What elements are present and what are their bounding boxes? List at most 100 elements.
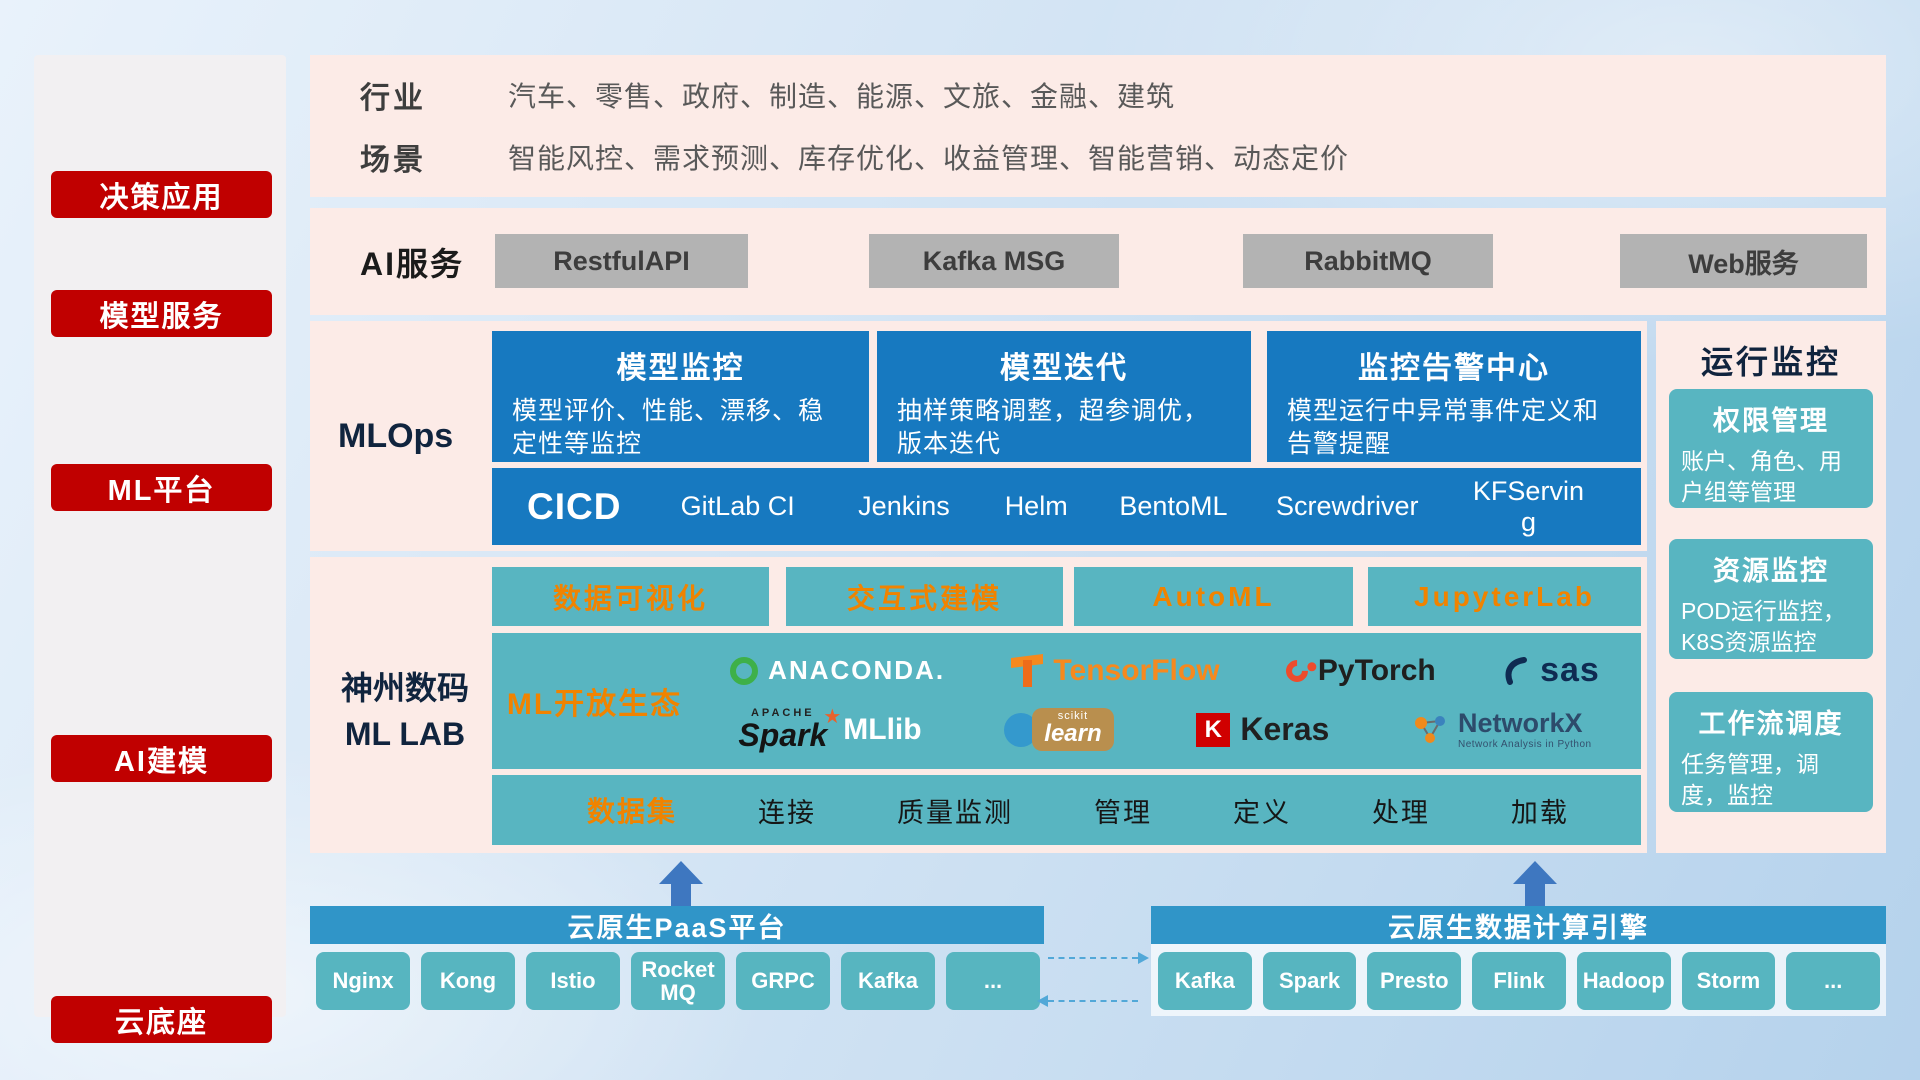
keras-logo: K Keras <box>1196 711 1329 748</box>
networkx-wordmark: NetworkX <box>1457 708 1583 739</box>
tool-interactive-modeling: 交互式建模 <box>786 567 1063 626</box>
data-engine-header: 云原生数据计算引擎 <box>1151 906 1886 944</box>
card-title: 资源监控 <box>1713 556 1829 586</box>
dataset-step-process: 处理 <box>1371 797 1430 828</box>
ml-lab-label: 神州数码 ML LAB <box>310 665 500 758</box>
paas-item-grpc: GRPC <box>736 952 830 1010</box>
networkx-subtitle: Network Analysis in Python <box>1457 738 1592 750</box>
ai-service-item-web-service: Web服务 <box>1620 234 1867 288</box>
engine-component-row: Kafka Spark Presto Flink Hadoop Storm ..… <box>1158 952 1881 1010</box>
industry-scenario-panel: 行业 汽车、零售、政府、制造、能源、文旅、金融、建筑 场景 智能风控、需求预测、… <box>310 55 1886 197</box>
layer-badge-model-service: 模型服务 <box>51 290 272 337</box>
engine-item-more: ... <box>1786 952 1881 1010</box>
dataset-pipeline-bar: 数据集 连接 质量监测 管理 定义 处理 加载 <box>492 775 1641 845</box>
layer-badge-cloud-base: 云底座 <box>51 996 272 1043</box>
sas-swoosh-icon <box>1505 656 1528 685</box>
card-model-monitoring: 模型监控 模型评价、性能、漂移、稳定性等监控 <box>492 331 869 462</box>
dataset-step-manage: 管理 <box>1093 797 1152 828</box>
ai-service-item-restfulapi: RestfulAPI <box>495 234 748 288</box>
up-arrow-icon <box>1513 861 1557 906</box>
mllib-wordmark: MLlib <box>843 712 922 746</box>
paas-item-more: ... <box>946 952 1040 1010</box>
ecosystem-logo-row: APACHE Spark MLlib scikit learn K <box>697 708 1633 751</box>
engine-item-kafka: Kafka <box>1158 952 1252 1010</box>
dataset-step-define: 定义 <box>1232 797 1291 828</box>
mlops-panel: MLOps 模型监控 模型评价、性能、漂移、稳定性等监控 模型迭代 抽样策略调整… <box>310 321 1647 551</box>
tool-jupyterlab: JupyterLab <box>1368 567 1641 626</box>
pytorch-flame-icon <box>1281 654 1313 687</box>
spark-wordmark: Spark <box>738 719 827 751</box>
ai-service-item-kafka-msg: Kafka MSG <box>869 234 1119 288</box>
industry-label: 行业 <box>360 82 426 115</box>
card-title: 模型迭代 <box>1000 352 1128 385</box>
card-title: 监控告警中心 <box>1358 352 1550 385</box>
sas-logo: sas <box>1502 651 1600 690</box>
cicd-item-helm: Helm <box>1004 491 1068 522</box>
ml-lab-label-line2: ML LAB <box>344 716 466 753</box>
dataset-step-load: 加载 <box>1510 797 1569 828</box>
cicd-label: CICD <box>527 485 622 527</box>
scenario-list: 智能风控、需求预测、库存优化、收益管理、智能营销、动态定价 <box>508 143 1350 174</box>
runtime-monitoring-title: 运行监控 <box>1700 344 1841 380</box>
keras-k-icon: K <box>1196 712 1231 747</box>
learn-wordmark: learn <box>1044 720 1102 747</box>
scenario-label: 场景 <box>360 144 426 177</box>
spark-text: Spark <box>738 717 828 753</box>
paas-item-nginx: Nginx <box>316 952 410 1010</box>
layer-badge-decision-application: 决策应用 <box>51 171 272 218</box>
ai-service-label: AI服务 <box>360 245 465 282</box>
layer-badge-ai-modeling: AI建模 <box>51 735 272 782</box>
card-title: 模型监控 <box>616 352 745 385</box>
ai-service-panel: AI服务 RestfulAPI Kafka MSG RabbitMQ Web服务 <box>310 208 1886 315</box>
paas-platform-header: 云原生PaaS平台 <box>310 906 1044 944</box>
cicd-item-jenkins: Jenkins <box>858 491 950 522</box>
tool-automl: AutoML <box>1074 567 1353 626</box>
networkx-graph-icon <box>1414 715 1445 743</box>
networkx-logo: NetworkX Network Analysis in Python <box>1412 708 1592 750</box>
keras-wordmark: Keras <box>1240 711 1330 747</box>
apache-spark-mllib-logo: APACHE Spark MLlib <box>738 707 922 752</box>
ecosystem-logo-grid: ANACONDA. TensorFlow PyTorch sa <box>697 633 1641 769</box>
runtime-monitoring-panel: 运行监控 权限管理 账户、角色、用户组等管理 资源监控 POD运行监控，K8S资… <box>1656 321 1886 853</box>
tensorflow-wordmark: TensorFlow <box>1053 653 1220 687</box>
pytorch-logo: PyTorch <box>1281 653 1436 688</box>
sas-wordmark: sas <box>1540 651 1600 689</box>
engine-item-spark: Spark <box>1262 952 1357 1010</box>
paas-item-kong: Kong <box>421 952 515 1010</box>
paas-item-istio: Istio <box>526 952 620 1010</box>
dashed-arrow-right-icon <box>1048 952 1149 964</box>
scikit-learn-logo: scikit learn <box>1004 708 1114 751</box>
pytorch-wordmark: PyTorch <box>1317 653 1436 687</box>
ecosystem-logo-row: ANACONDA. TensorFlow PyTorch sa <box>697 651 1633 690</box>
scikit-learn-badge: scikit learn <box>1032 708 1114 751</box>
cicd-item-screwdriver: Screwdriver <box>1275 491 1419 522</box>
tool-data-visualization: 数据可视化 <box>492 567 769 626</box>
apache-spark-logo: APACHE Spark <box>738 707 827 752</box>
cicd-toolchain-bar: CICD GitLab CI Jenkins Helm BentoML Scre… <box>492 468 1641 545</box>
left-layer-column: 决策应用 模型服务 ML平台 AI建模 云底座 <box>34 55 286 1043</box>
card-resource-monitoring: 资源监控 POD运行监控，K8S资源监控 <box>1669 539 1873 659</box>
ml-lab-panel: 神州数码 ML LAB 数据可视化 交互式建模 AutoML JupyterLa… <box>310 557 1647 853</box>
paas-item-rocketmq: RocketMQ <box>631 952 725 1010</box>
cicd-item-bentoml: BentoML <box>1119 491 1228 522</box>
engine-item-storm: Storm <box>1681 952 1776 1010</box>
anaconda-wordmark: ANACONDA. <box>768 655 946 685</box>
industry-list: 汽车、零售、政府、制造、能源、文旅、金融、建筑 <box>508 81 1176 112</box>
scikit-label: scikit <box>1057 710 1089 722</box>
card-workflow-scheduling: 工作流调度 任务管理，调度，监控 <box>1669 692 1873 812</box>
ml-open-ecosystem-box: ML开放生态 ANACONDA. TensorFlow PyTorch <box>492 633 1641 769</box>
card-permission-management: 权限管理 账户、角色、用户组等管理 <box>1669 389 1873 508</box>
card-desc: POD运行监控，K8S资源监控 <box>1681 598 1846 656</box>
apache-label: APACHE <box>750 707 815 719</box>
card-desc: 抽样策略调整，超参调优，版本迭代 <box>897 397 1210 458</box>
networkx-text-block: NetworkX Network Analysis in Python <box>1457 708 1592 750</box>
engine-item-flink: Flink <box>1472 952 1566 1010</box>
layer-badge-ml-platform: ML平台 <box>51 464 272 511</box>
up-arrow-icon <box>659 861 703 906</box>
dataset-step-connect: 连接 <box>758 797 816 828</box>
card-alert-center: 监控告警中心 模型运行中异常事件定义和告警提醒 <box>1267 331 1641 462</box>
card-desc: 模型评价、性能、漂移、稳定性等监控 <box>512 397 825 458</box>
card-model-iteration: 模型迭代 抽样策略调整，超参调优，版本迭代 <box>877 331 1251 462</box>
ml-lab-label-line1: 神州数码 <box>340 670 469 706</box>
